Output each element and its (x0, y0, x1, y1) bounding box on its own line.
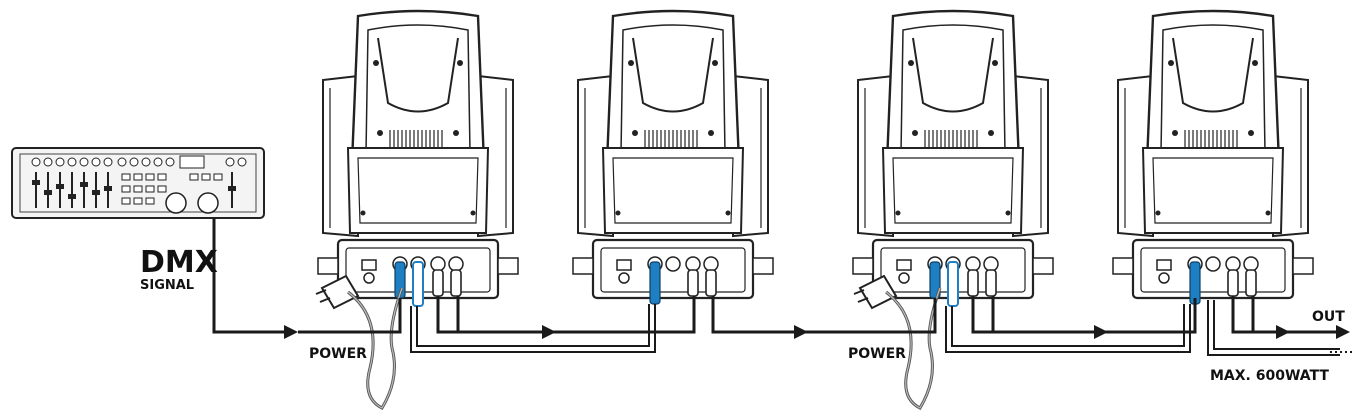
out-label: OUT (1312, 309, 1345, 325)
moving-head-fixture-4 (1111, 9, 1315, 300)
moving-head-fixture-3 (851, 9, 1055, 300)
power-label-left: POWER (309, 346, 367, 362)
moving-head-fixture-2 (571, 9, 775, 300)
dmx-chain-lines (298, 296, 1340, 334)
dmx-controller (11, 147, 265, 219)
signal-label: SIGNAL (140, 278, 195, 293)
power-link-cables (410, 300, 1340, 356)
dmx-label: DMX (140, 245, 218, 280)
moving-head-fixture-1 (316, 9, 520, 300)
signal-arrowheads (542, 325, 1350, 339)
max-watt-label: MAX. 600WATT (1210, 368, 1329, 384)
power-label-right: POWER (848, 346, 906, 362)
dmx-signal-cable (212, 218, 290, 334)
